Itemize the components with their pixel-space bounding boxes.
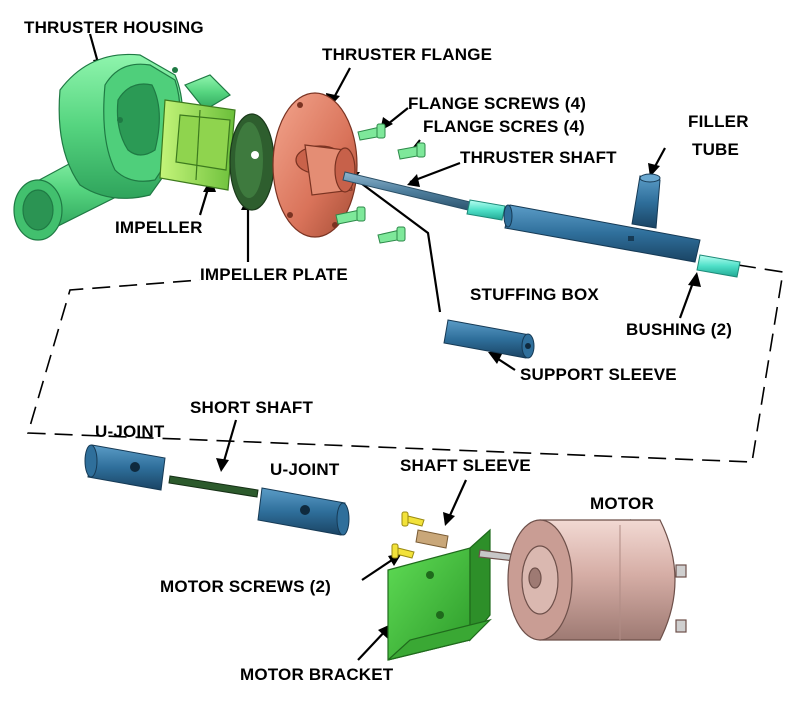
label-shaft-sleeve: SHAFT SLEEVE (400, 456, 531, 475)
u-joint-right-part (257, 487, 350, 536)
label-bushing: BUSHING (2) (626, 320, 733, 339)
label-flange-scres: FLANGE SCRES (4) (423, 117, 585, 136)
short-shaft-part (168, 475, 259, 498)
label-u-joint-right: U-JOINT (270, 460, 340, 479)
thruster-flange-part (272, 92, 358, 238)
impeller-plate-part (229, 113, 275, 211)
motor-part (478, 519, 687, 641)
label-impeller: IMPELLER (115, 218, 203, 237)
label-thruster-housing: THRUSTER HOUSING (24, 18, 204, 37)
shaft-sleeve-part (415, 529, 449, 549)
label-stuffing-box: STUFFING BOX (470, 285, 599, 304)
stuffing-box-part (466, 199, 741, 278)
label-motor-bracket: MOTOR BRACKET (240, 665, 394, 684)
impeller-part (159, 99, 236, 191)
thruster-housing-part (13, 53, 231, 241)
thruster-shaft-part (342, 171, 471, 211)
label-thruster-flange: THRUSTER FLANGE (322, 45, 493, 64)
support-sleeve-part (443, 319, 535, 359)
filler-tube-part (631, 173, 661, 229)
label-flange-screws: FLANGE SCREWS (4) (408, 94, 587, 113)
label-impeller-plate: IMPELLER PLATE (200, 265, 348, 284)
motor-screws-part (391, 511, 425, 559)
label-motor-screws: MOTOR SCREWS (2) (160, 577, 332, 596)
u-joint-left-part (84, 444, 166, 491)
label-motor: MOTOR (590, 494, 654, 513)
label-thruster-shaft: THRUSTER SHAFT (460, 148, 617, 167)
dashed-connector-lines (26, 264, 784, 463)
label-support-sleeve: SUPPORT SLEEVE (520, 365, 677, 384)
flange-screws-part (335, 123, 426, 244)
label-filler: FILLER (688, 112, 749, 131)
label-tube: TUBE (692, 140, 740, 159)
label-short-shaft: SHORT SHAFT (190, 398, 314, 417)
label-u-joint-left: U-JOINT (95, 422, 165, 441)
